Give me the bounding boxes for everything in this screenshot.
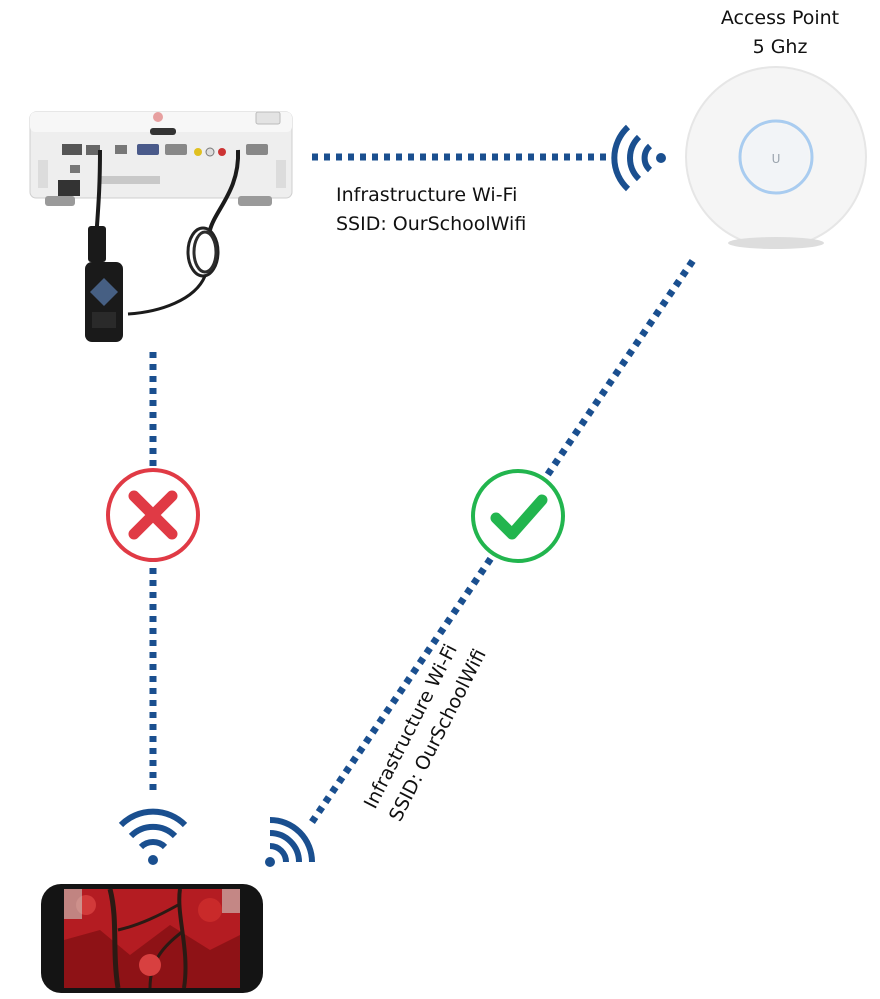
wifi-signal-icon xyxy=(265,817,315,867)
svg-text:U: U xyxy=(772,152,781,166)
link-label-projector-ap-ssid: SSID: OurSchoolWifi xyxy=(336,213,526,235)
wifi-signal-icon xyxy=(118,808,188,865)
access-point-title: Access Point xyxy=(721,7,839,29)
smartphone xyxy=(41,884,263,993)
link-label-projector-ap-type: Infrastructure Wi-Fi xyxy=(336,184,517,206)
success-marker-icon xyxy=(471,469,565,563)
projector xyxy=(29,111,293,342)
wifi-signal-icon xyxy=(611,124,666,192)
phone-screen-photo xyxy=(64,888,240,989)
fail-marker-icon xyxy=(106,468,200,562)
access-point-device: U xyxy=(685,66,867,249)
access-point-band: 5 Ghz xyxy=(753,36,808,58)
